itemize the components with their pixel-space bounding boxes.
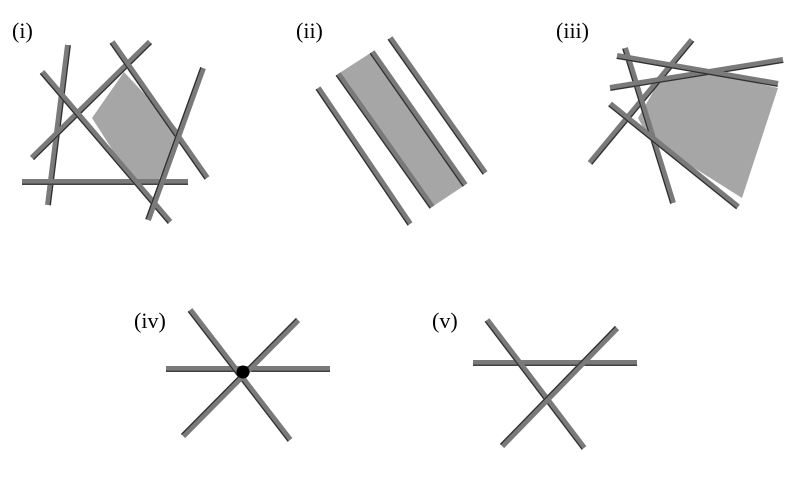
panel-i-line-6-edge <box>145 67 202 220</box>
panel-ii-feasible-region <box>338 52 465 207</box>
panel-iii-line-5-edge <box>608 105 737 210</box>
panel-ii-line-4-edge <box>387 38 484 175</box>
panel-i-line-1-edge <box>49 45 71 206</box>
panel-iii-line-5 <box>608 101 740 210</box>
panel-i-line-6 <box>145 66 206 222</box>
panel-i-line-4-edge <box>109 42 206 180</box>
panel-iii-line-4 <box>616 53 779 87</box>
panel-ii-line-3 <box>369 50 468 187</box>
panel-iv-label: (iv) <box>134 308 166 333</box>
panel-i: (i) <box>12 18 210 224</box>
panel-i-feasible-region <box>92 72 180 182</box>
panel-iii-label: (iii) <box>556 18 589 43</box>
panel-iii: (iii) <box>556 18 784 210</box>
panel-v-line-3 <box>499 325 620 449</box>
panel-i-label: (i) <box>12 18 33 43</box>
panel-ii: (ii) <box>296 18 488 226</box>
panel-ii-line-1-edge <box>315 88 409 226</box>
panel-v-line-2-edge <box>484 320 583 450</box>
panel-i-line-3-edge <box>33 43 152 160</box>
panel-ii-line-3-edge <box>369 52 464 187</box>
panel-i-line-5-edge <box>39 73 169 224</box>
panel-iii-line-4-edge <box>616 57 778 87</box>
panel-v-line-2 <box>484 318 587 450</box>
panel-ii-line-2 <box>335 72 435 209</box>
panel-i-line-1 <box>45 44 71 206</box>
panel-v-label: (v) <box>432 308 458 333</box>
panel-iii-line-3-edge <box>610 61 784 91</box>
panel-v-line-3-edge <box>499 326 616 445</box>
panel-ii-line-4 <box>387 36 488 175</box>
panel-i-line-4 <box>109 40 210 180</box>
panel-ii-line-2-edge <box>335 74 431 209</box>
panel-iv-intersection-point <box>236 365 250 379</box>
panel-i-line-5 <box>39 70 173 224</box>
panel-i-line-3 <box>29 39 153 161</box>
panel-iii-feasible-region <box>638 70 778 198</box>
panel-iii-line-2-edge <box>622 48 672 204</box>
panel-iv: (iv) <box>134 308 330 442</box>
panel-ii-label: (ii) <box>296 18 323 43</box>
panel-iii-line-3 <box>609 57 784 91</box>
panel-ii-line-1 <box>315 86 413 226</box>
panel-v: (v) <box>432 308 637 450</box>
panel-iii-line-2 <box>622 47 676 204</box>
